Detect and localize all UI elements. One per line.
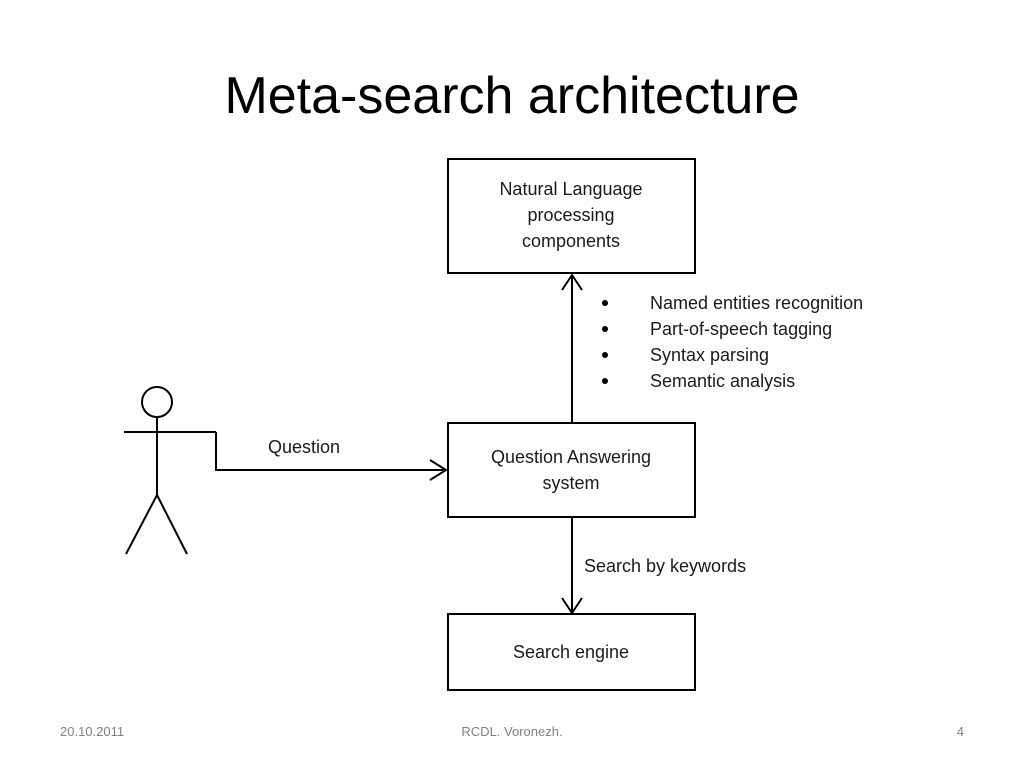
arrow-qa-to-search: Search by keywords [561, 517, 746, 615]
footer-date: 20.10.2011 [60, 724, 125, 739]
arrow-qa-to-nlp [561, 273, 583, 423]
nlp-task-item: Semantic analysis [650, 371, 795, 391]
nlp-task-item: Named entities recognition [650, 293, 863, 313]
search-engine-label: Search engine [513, 642, 629, 662]
nlp-box-line-3: components [522, 231, 620, 251]
nlp-task-list: Named entities recognition Part-of-speec… [602, 293, 863, 391]
qa-box-line-2: system [542, 473, 599, 493]
nlp-box-line-2: processing [527, 205, 614, 225]
stick-figure-actor-icon [124, 386, 216, 555]
search-engine-box: Search engine [447, 613, 696, 691]
bullet-icon [602, 300, 608, 306]
page-number: 4 [956, 724, 964, 739]
search-by-keywords-label: Search by keywords [584, 556, 746, 576]
qa-box-line-1: Question Answering [491, 447, 651, 467]
bullet-icon [602, 326, 608, 332]
nlp-task-item: Part-of-speech tagging [650, 319, 832, 339]
question-label: Question [268, 437, 340, 457]
nlp-box-line-1: Natural Language [499, 179, 642, 199]
bullet-icon [602, 378, 608, 384]
slide-title: Meta-search architecture [224, 67, 800, 125]
nlp-task-item: Syntax parsing [650, 345, 769, 365]
nlp-components-box: Natural Language processing components [447, 158, 696, 274]
arrow-question: Question [215, 432, 448, 481]
qa-system-box: Question Answering system [447, 422, 696, 518]
bullet-icon [602, 352, 608, 358]
footer-center-text: RCDL. Voronezh. [461, 724, 563, 739]
